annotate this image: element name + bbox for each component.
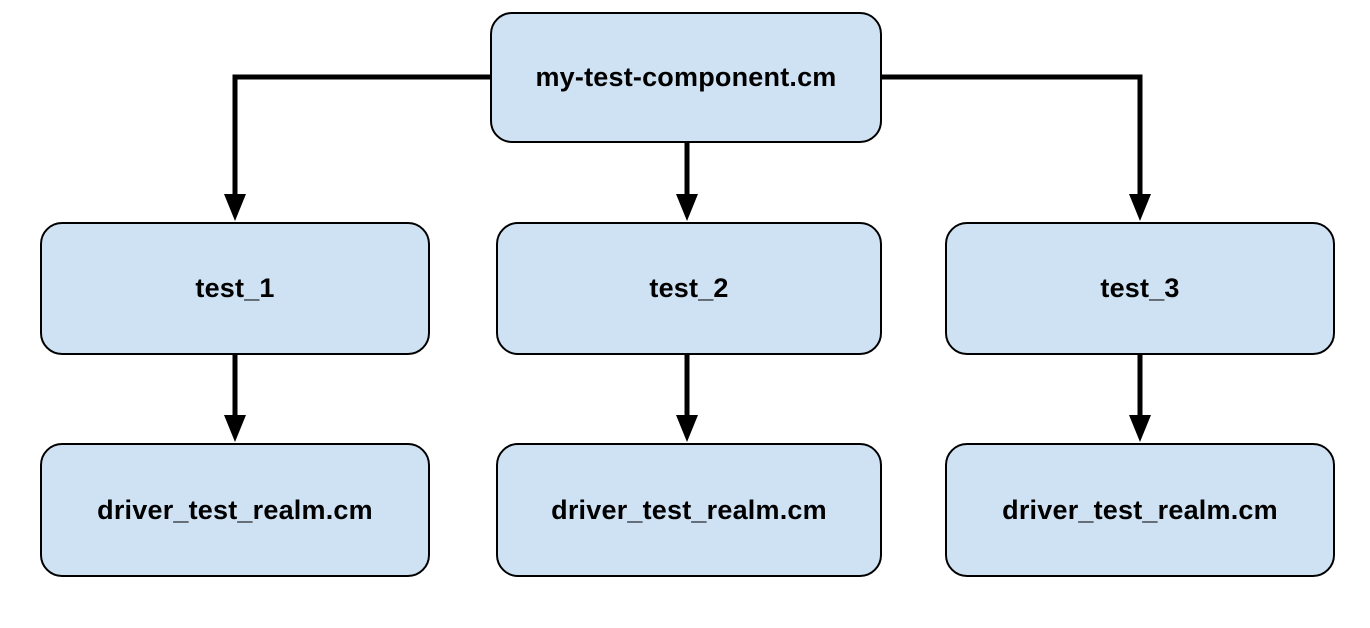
edge-test-1-to-driver-1 bbox=[224, 355, 246, 442]
node-label: test_1 bbox=[195, 273, 275, 303]
arrowhead-icon bbox=[676, 194, 698, 221]
node-label: my-test-component.cm bbox=[535, 62, 837, 92]
node-test-3: test_3 bbox=[945, 222, 1335, 355]
node-label: test_3 bbox=[1100, 273, 1180, 303]
node-label: driver_test_realm.cm bbox=[551, 494, 827, 525]
arrowhead-icon bbox=[1129, 194, 1151, 221]
node-label: driver_test_realm.cm bbox=[1002, 494, 1278, 525]
edge-test-2-to-driver-2 bbox=[676, 355, 698, 442]
arrowhead-icon bbox=[676, 415, 698, 442]
node-label: test_2 bbox=[649, 273, 729, 303]
node-driver-test-realm-1: driver_test_realm.cm bbox=[40, 443, 430, 577]
arrowhead-icon bbox=[224, 194, 246, 221]
node-label: driver_test_realm.cm bbox=[97, 494, 373, 525]
edge-root-to-test-2 bbox=[676, 143, 698, 221]
node-my-test-component: my-test-component.cm bbox=[490, 12, 882, 143]
node-driver-test-realm-2: driver_test_realm.cm bbox=[496, 443, 882, 577]
edge-root-to-test-1 bbox=[224, 74, 490, 221]
edge-test-3-to-driver-3 bbox=[1129, 355, 1151, 442]
edge-root-to-test-3 bbox=[882, 74, 1151, 221]
arrowhead-icon bbox=[224, 415, 246, 442]
arrowhead-icon bbox=[1129, 415, 1151, 442]
node-test-2: test_2 bbox=[496, 222, 882, 355]
node-driver-test-realm-3: driver_test_realm.cm bbox=[945, 443, 1335, 577]
node-test-1: test_1 bbox=[40, 222, 430, 355]
